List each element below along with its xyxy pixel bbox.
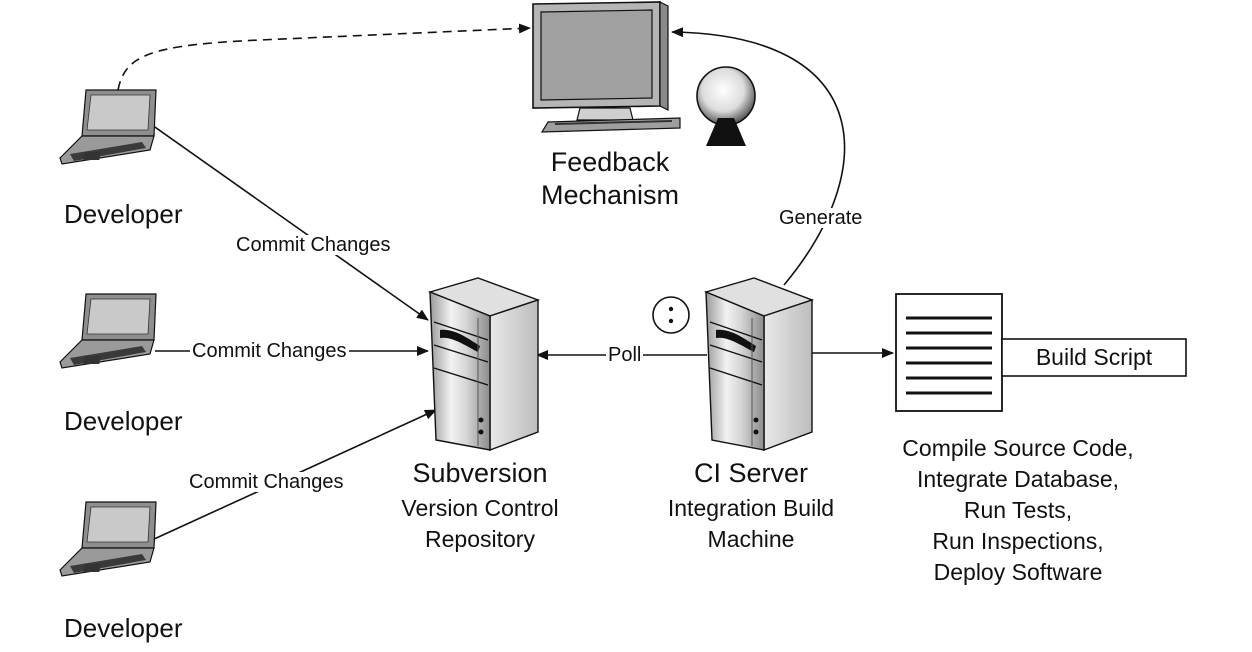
build-script-label: Build Script	[1035, 344, 1153, 370]
build-script-box	[1001, 338, 1187, 377]
laptop-icon	[59, 89, 157, 165]
monitor-icon	[532, 1, 681, 133]
repository-subtitle: Version Control Repository	[365, 493, 595, 555]
feedback-title-line2: Mechanism	[540, 180, 680, 210]
clock-icon	[652, 296, 690, 334]
feedback-title-line1: Feedback	[550, 147, 670, 177]
server-tower-icon	[427, 277, 541, 452]
repository-subtitle-line2: Repository	[425, 526, 535, 552]
build-step: Run Tests,	[963, 497, 1073, 523]
connectors	[117, 23, 894, 541]
ci-server-subtitle-line1: Integration Build	[667, 495, 835, 521]
generate-arrow	[671, 27, 846, 286]
poll-label: Poll	[606, 344, 644, 366]
developer-label-3: Developer	[64, 613, 183, 643]
commit-changes-label-3: Commit Changes	[187, 471, 346, 493]
ci-server-title: CI Server	[693, 458, 809, 488]
server-tower-icon	[703, 277, 815, 452]
developer-label-2: Developer	[64, 406, 183, 436]
document-icon	[895, 293, 1003, 412]
generate-label: Generate	[777, 207, 865, 229]
developer-label-1: Developer	[64, 199, 183, 229]
repository-subtitle-line1: Version Control	[401, 495, 559, 521]
commit-arrow-1	[151, 124, 429, 321]
build-step: Run Inspections,	[932, 528, 1104, 554]
build-step: Integrate Database,	[916, 466, 1120, 492]
commit-changes-label-1: Commit Changes	[234, 234, 393, 256]
build-step: Deploy Software	[933, 559, 1103, 585]
build-steps-list: Compile Source Code, Integrate Database,…	[868, 433, 1168, 588]
repository-title: Subversion	[412, 458, 548, 488]
laptop-icon	[59, 293, 157, 369]
feedback-title: Feedback Mechanism	[510, 146, 710, 212]
ci-server-subtitle-line2: Machine	[707, 526, 795, 552]
commit-changes-label-2: Commit Changes	[190, 340, 349, 362]
laptop-icon	[59, 501, 157, 577]
lava-lamp-icon	[696, 66, 756, 146]
ci-server-subtitle: Integration Build Machine	[636, 493, 866, 555]
dashed-feedback-arrow	[117, 23, 531, 91]
build-step: Compile Source Code,	[902, 435, 1134, 461]
